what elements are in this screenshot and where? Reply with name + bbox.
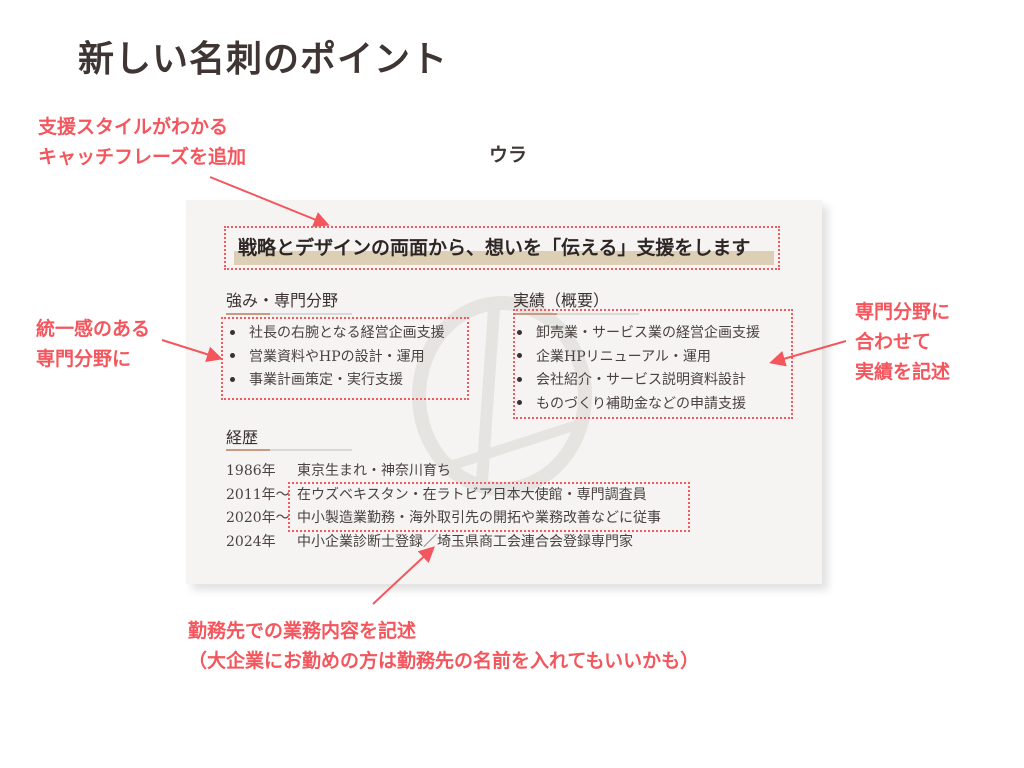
history-title: 経歴 <box>226 428 259 447</box>
strengths-list: 社長の右腕となる経営企画支援 営業資料やHPの設計・運用 事業計画策定・実行支援 <box>226 322 445 393</box>
list-item: 事業計画策定・実行支援 <box>226 369 445 393</box>
list-item: 企業HPリニューアル・運用 <box>513 346 760 370</box>
work-history-highlight-box <box>288 482 690 532</box>
bullet-icon <box>517 353 522 358</box>
annotation-line: 専門分野に <box>36 348 132 370</box>
annotation-line: 実績を記述 <box>855 361 951 383</box>
list-item-text: 事業計画策定・実行支援 <box>249 372 403 388</box>
list-item-text: 卸売業・サービス業の経営企画支援 <box>536 325 760 341</box>
annotation-work: 勤務先での業務内容を記述 （大企業にお勤めの方は勤務先の名前を入れてもいいかも） <box>188 616 699 676</box>
list-item: 卸売業・サービス業の経営企画支援 <box>513 322 760 346</box>
catchphrase-highlight <box>234 251 774 265</box>
achievements-list: 卸売業・サービス業の経営企画支援 企業HPリニューアル・運用 会社紹介・サービス… <box>513 322 760 416</box>
arrow-icon <box>769 340 847 367</box>
catchphrase: 戦略とデザインの両面から、想いを「伝える」支援をします <box>238 237 751 259</box>
annotation-line: 統一感のある <box>36 318 151 340</box>
annotation-line: 合わせて <box>855 331 932 353</box>
annotation-line: 専門分野に <box>855 301 951 323</box>
history-year: 2020年～ <box>226 510 290 526</box>
annotation-line: 勤務先での業務内容を記述 <box>188 620 417 642</box>
catchphrase-highlight-box <box>224 226 780 270</box>
section-divider <box>226 313 352 315</box>
history-row: 2020年～ 中小製造業勤務・海外取引先の開拓や業務改善などに従事 <box>226 507 661 531</box>
list-item: 営業資料やHPの設計・運用 <box>226 346 445 370</box>
history-year: 2011年～ <box>226 486 290 503</box>
history-row: 1986年 東京生まれ・神奈川育ち <box>226 460 661 484</box>
list-item-text: 営業資料やHPの設計・運用 <box>249 348 425 365</box>
history-list: 1986年 東京生まれ・神奈川育ち 2011年～ 在ウズベキスタン・在ラトビア日本大… <box>226 460 661 554</box>
history-text: 中小製造業勤務・海外取引先の開拓や業務改善などに従事 <box>297 510 661 526</box>
list-item-text: 会社紹介・サービス説明資料設計 <box>536 372 746 388</box>
achievements-highlight-box <box>513 309 793 419</box>
strengths-title: 強み・専門分野 <box>226 291 339 310</box>
history-text: 在ウズベキスタン・在ラトビア日本大使館・専門調査員 <box>297 486 647 503</box>
list-item: ものづくり補助金などの申請支援 <box>513 393 760 417</box>
arrow-icon <box>161 339 223 363</box>
annotation-achievements: 専門分野に 合わせて 実績を記述 <box>855 297 950 387</box>
list-item-text: 社長の右腕となる経営企画支援 <box>249 325 445 341</box>
card-side-label: ウラ <box>489 144 528 166</box>
history-text: 東京生まれ・神奈川育ち <box>297 463 451 479</box>
arrow-icon <box>209 176 330 227</box>
history-text: 中小企業診断士登録／埼玉県商工会連合会登録専門家 <box>297 533 633 550</box>
bullet-icon <box>230 329 235 335</box>
bullet-icon <box>230 353 235 358</box>
list-item-text: 企業HPリニューアル・運用 <box>536 348 711 365</box>
annotation-catchphrase: 支援スタイルがわかる キャッチフレーズを追加 <box>38 112 246 172</box>
history-row: 2011年～ 在ウズベキスタン・在ラトビア日本大使館・専門調査員 <box>226 484 661 508</box>
page-title: 新しい名刺のポイント <box>78 39 449 80</box>
list-item-text: ものづくり補助金などの申請支援 <box>536 395 746 412</box>
annotation-expertise: 統一感のある 専門分野に <box>36 314 150 374</box>
section-divider <box>513 313 639 315</box>
annotation-line: キャッチフレーズを追加 <box>38 146 247 168</box>
bullet-icon <box>230 376 235 382</box>
list-item: 会社紹介・サービス説明資料設計 <box>513 369 760 393</box>
arrow-icon <box>372 546 435 605</box>
history-year: 2024年 <box>226 533 276 550</box>
achievements-title: 実績（概要） <box>513 291 610 310</box>
annotation-line: （大企業にお勤めの方は勤務先の名前を入れてもいいかも） <box>188 650 700 672</box>
annotation-line: 支援スタイルがわかる <box>38 116 229 138</box>
section-divider <box>226 449 352 451</box>
bullet-icon <box>517 400 522 405</box>
list-item: 社長の右腕となる経営企画支援 <box>226 322 445 346</box>
history-year: 1986年 <box>226 463 276 479</box>
bullet-icon <box>517 376 522 382</box>
bullet-icon <box>517 329 522 335</box>
history-row: 2024年 中小企業診断士登録／埼玉県商工会連合会登録専門家 <box>226 531 661 555</box>
